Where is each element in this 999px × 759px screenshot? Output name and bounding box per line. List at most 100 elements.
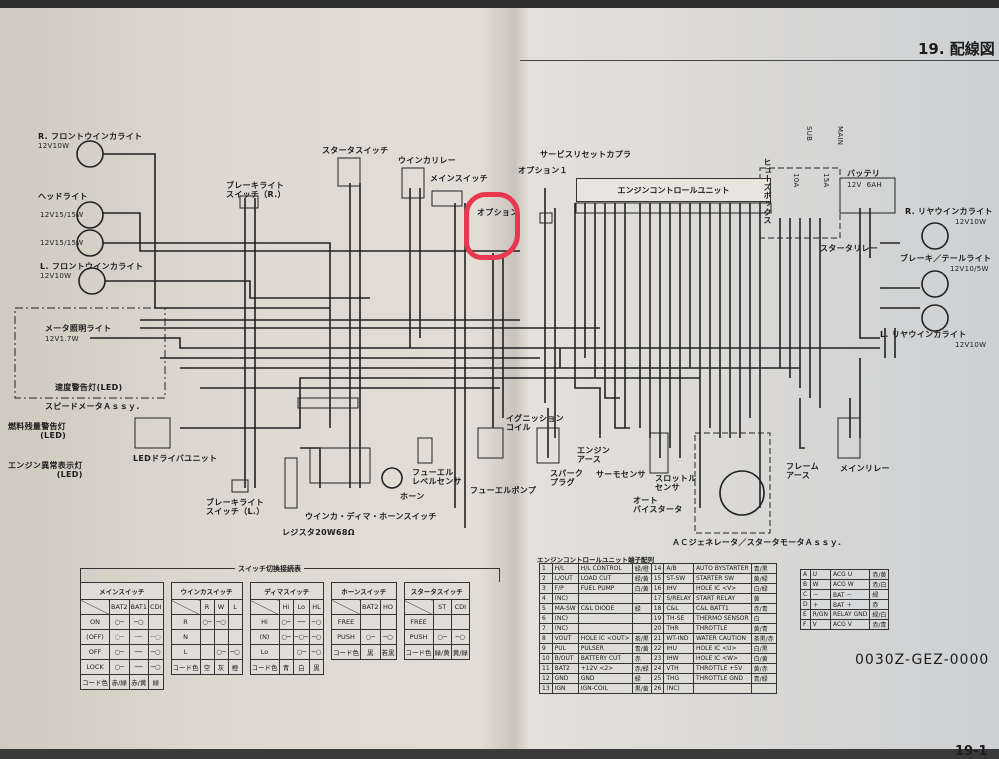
label-battery: バッテリ — [847, 169, 881, 178]
wire-color: 緑/橙 — [631, 563, 652, 574]
position-label: (N) — [249, 629, 280, 645]
wire-color: 青/黄 — [631, 643, 652, 654]
pin-code: MA-SW — [551, 603, 579, 614]
connection-cell: ── — [128, 659, 150, 675]
pin-code: F/P — [551, 583, 579, 594]
connection-cell: ◌┄ — [109, 629, 130, 645]
pin-code: (NC) — [551, 593, 579, 604]
switch-table-title: ウインカスイッチ — [170, 582, 243, 600]
pin-function: IGN-COIL — [577, 683, 633, 694]
table-row: コード色赤/緑赤/黄緑 — [80, 674, 164, 690]
wire-color: 黄/緑 — [750, 573, 777, 584]
label-l-front-winker: L. フロントウインカライト — [40, 262, 144, 271]
connection-cell: ○─ — [199, 614, 215, 630]
column-header: HL — [309, 599, 324, 615]
corner-cell — [170, 599, 201, 615]
pin-function: HOLE IC <V> — [692, 583, 752, 594]
pin-number: 18 — [650, 603, 665, 614]
label-fuel-level: フューエル レベルセンサ — [412, 468, 462, 486]
label-winker-relay: ウインカリレー — [398, 156, 457, 165]
pin-function: BAT － — [829, 589, 871, 600]
table-row: Lo○──○ — [249, 644, 324, 660]
wire-color: 赤 — [631, 653, 652, 664]
pin-function — [577, 613, 633, 624]
wire-color: 緑 — [869, 589, 890, 600]
table-row: コード色緑/黄黄/緑 — [403, 644, 470, 660]
bulb-icon — [78, 267, 106, 295]
column-header: BAT2 — [109, 599, 130, 615]
position-label: Lo — [249, 644, 280, 660]
position-label: ON — [80, 614, 110, 630]
column-header: CDI — [450, 599, 470, 615]
pin-code: V — [809, 619, 831, 630]
pin-function: BATTERY CUT — [577, 653, 633, 664]
label-brake-switch-r: ブレーキライト スイッチ（R.） — [226, 181, 286, 199]
wire-color: 青/黒 — [750, 563, 777, 574]
pin-number: 22 — [650, 643, 665, 654]
position-label: FREE — [331, 614, 361, 630]
connection-cell — [148, 614, 164, 630]
pin-number: 3 — [539, 583, 553, 594]
code-color: 橙 — [227, 659, 243, 675]
pin-code: IHU — [663, 643, 694, 654]
corner-cell — [403, 599, 434, 615]
pin-code: B/OUT — [551, 653, 579, 664]
table-row: コード色空灰橙 — [170, 659, 243, 675]
pin-code: BAT2 — [551, 663, 579, 674]
pin-number: 4 — [539, 593, 553, 604]
connection-cell — [379, 614, 397, 630]
pin-code: THR — [663, 623, 694, 634]
pin-number: 19 — [650, 613, 665, 624]
position-label: LOCK — [80, 659, 110, 675]
corner-cell — [249, 599, 280, 615]
code-color: 緑 — [148, 674, 164, 690]
connection-cell: ─○ — [128, 614, 150, 630]
pin-number: 24 — [650, 663, 665, 674]
connection-cell — [227, 614, 243, 630]
ecu-box: エンジンコントロールユニット — [576, 178, 771, 202]
label-brake-switch-l: ブレーキライト スイッチ（L.） — [206, 498, 265, 516]
label-fuse-15a: 15A — [822, 173, 830, 188]
pin-letter: B — [800, 579, 811, 590]
wire-color: 赤 — [869, 599, 890, 610]
table-row: (OFF)◌┄┄┄┄◌ — [80, 629, 164, 645]
label-resistor: レジスタ20W68Ω — [282, 528, 355, 537]
pin-letter: F — [800, 619, 811, 630]
pin-code: R/GN — [809, 609, 831, 620]
pin-number: 5 — [539, 603, 553, 614]
pin-number: 8 — [539, 633, 553, 644]
pin-code: (NC) — [551, 613, 579, 624]
connection-cell: ─○ — [227, 644, 243, 660]
wire-color: 緑 — [631, 673, 652, 684]
column-header: HO — [379, 599, 397, 615]
connection-cell — [450, 614, 470, 630]
label-fuse-sub: SUB — [805, 126, 813, 142]
pin-function: H/L CONTROL — [577, 563, 633, 574]
pin-function: C&L DIODE — [577, 603, 633, 614]
pin-code: C&L — [663, 603, 694, 614]
spec-battery: 12V 6AH — [847, 181, 883, 189]
code-color-label: コード色 — [80, 674, 110, 690]
pin-code: (NC) — [663, 683, 694, 694]
wire-color: 白 — [750, 613, 777, 624]
pin-code: PUL — [551, 643, 579, 654]
pin-function: HOLE IC <W> — [692, 653, 752, 664]
wire-color — [631, 613, 652, 624]
position-label: R — [170, 614, 201, 630]
spec-l-rear-winker: 12V10W — [955, 341, 987, 349]
pin-function: THROTTLE GND — [692, 673, 752, 684]
table-row: ON○──○ — [80, 614, 164, 630]
connection-cell: ○─ — [109, 644, 130, 660]
label-r-rear-winker: R. リヤウインカライト — [905, 207, 993, 216]
position-label: FREE — [403, 614, 434, 630]
table-row: ディマスイッチ — [249, 582, 324, 600]
table-row: PUSH○──○ — [331, 629, 397, 645]
code-color: 若黒 — [379, 644, 397, 660]
position-label: PUSH — [331, 629, 361, 645]
